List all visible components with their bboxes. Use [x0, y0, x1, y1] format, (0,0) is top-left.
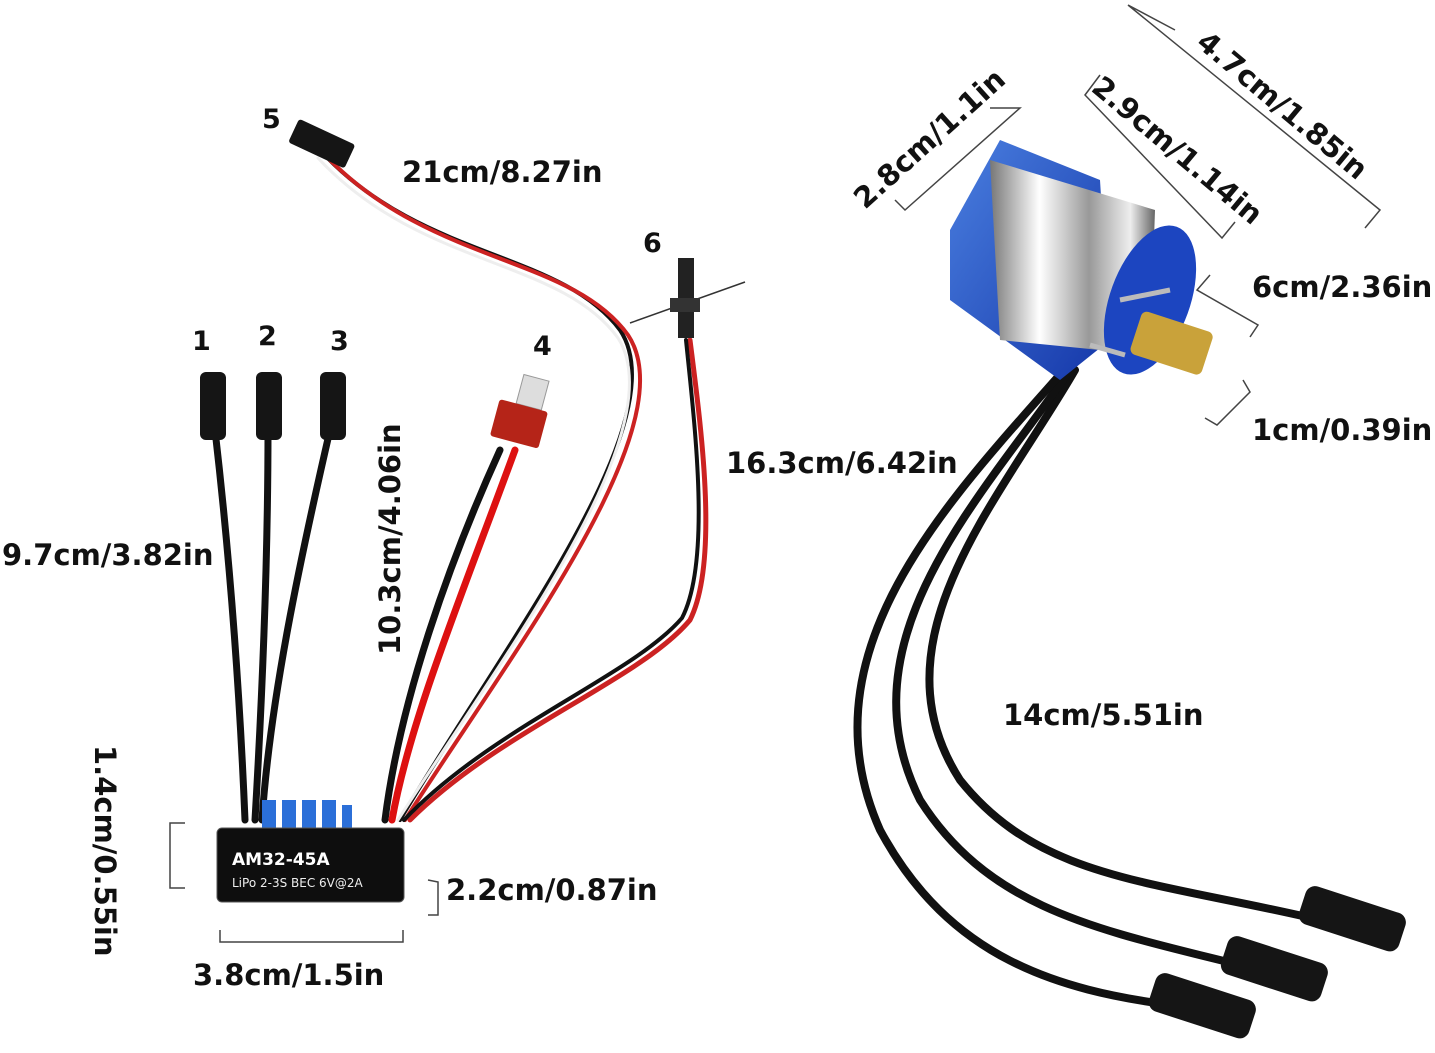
- connector-number-4: 4: [533, 331, 552, 362]
- esc-height: 1.4cm/0.55in: [88, 745, 122, 957]
- signal-lead-length: 21cm/8.27in: [402, 155, 603, 189]
- deans-connector: [490, 373, 550, 449]
- connector-number-1: 1: [192, 326, 211, 357]
- connector-number-2: 2: [258, 321, 277, 352]
- motor-wires: [853, 366, 1406, 1039]
- bullet-connectors: [200, 372, 346, 440]
- motor-shaft-length: 6cm/2.36in: [1252, 270, 1432, 304]
- esc-width: 2.2cm/0.87in: [446, 873, 658, 907]
- motor-gear-length: 1cm/0.39in: [1252, 413, 1432, 447]
- power-switch: [629, 258, 746, 338]
- servo-connector: [289, 119, 355, 168]
- esc-body: AM32-45A LiPo 2-3S BEC 6V@2A: [216, 800, 405, 903]
- esc-length: 3.8cm/1.5in: [193, 958, 384, 992]
- battery-lead-length: 10.3cm/4.06in: [373, 423, 407, 655]
- esc-model-label: AM32-45A: [232, 850, 330, 870]
- motor: [950, 140, 1213, 380]
- connector-number-6: 6: [643, 228, 662, 259]
- motor-dimension-lines: [894, 4, 1382, 426]
- esc-spec-label: LiPo 2-3S BEC 6V@2A: [232, 876, 364, 890]
- motor-leads-length: 9.7cm/3.82in: [2, 538, 214, 572]
- motor-lead-length: 14cm/5.51in: [1003, 698, 1204, 732]
- switch-lead-length: 16.3cm/6.42in: [726, 446, 958, 480]
- connector-number-3: 3: [330, 326, 349, 357]
- esc-wires: [211, 148, 709, 824]
- connector-number-5: 5: [262, 104, 281, 135]
- esc-dimension-lines: [169, 822, 439, 943]
- heatsink: [262, 800, 352, 830]
